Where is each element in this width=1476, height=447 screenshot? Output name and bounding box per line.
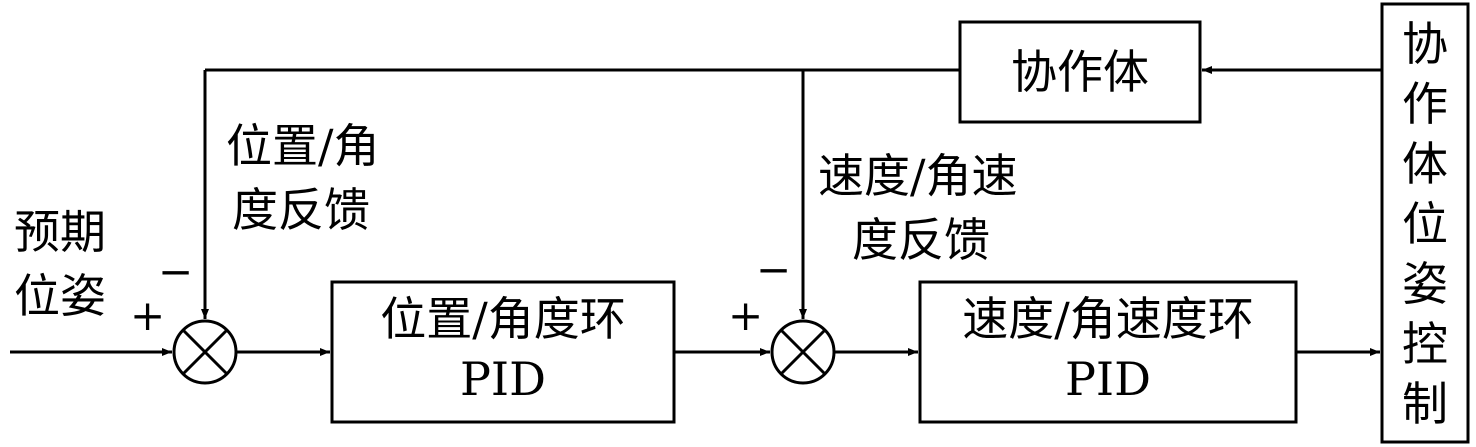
junction1-minus-sign: − bbox=[158, 247, 193, 296]
pose-control-char: 位 bbox=[1402, 197, 1448, 251]
velocity-feedback-label-line1: 速度/角速 bbox=[818, 149, 1018, 203]
velocity-loop-label: 速度/角速度环 bbox=[962, 292, 1254, 346]
junction2-minus-sign: − bbox=[756, 245, 791, 294]
pose-control-char: 姿 bbox=[1402, 257, 1448, 311]
cooperative-body-label: 协作体 bbox=[1011, 45, 1149, 99]
junction2-plus-sign: + bbox=[728, 291, 763, 340]
junction1-plus-sign: + bbox=[130, 291, 165, 340]
velocity-loop-pid-block: 速度/角速度环 PID bbox=[918, 280, 1298, 424]
position-loop-label: 位置/角度环 bbox=[380, 292, 626, 346]
input-label-line2: 位姿 bbox=[14, 269, 106, 323]
position-loop-pid-label: PID bbox=[460, 352, 546, 406]
position-feedback-label-line2: 度反馈 bbox=[232, 183, 370, 237]
summing-junction-2 bbox=[770, 319, 836, 385]
velocity-loop-pid-label: PID bbox=[1065, 352, 1151, 406]
cooperative-body-block: 协作体 bbox=[958, 20, 1202, 124]
pose-control-char: 控 bbox=[1402, 317, 1448, 371]
position-feedback-label-line1: 位置/角 bbox=[226, 119, 380, 173]
velocity-feedback-label-line2: 度反馈 bbox=[852, 213, 990, 267]
position-loop-pid-block: 位置/角度环 PID bbox=[330, 280, 676, 424]
input-label-line1: 预期 bbox=[14, 205, 106, 259]
pose-control-char: 制 bbox=[1402, 377, 1448, 431]
pose-control-char: 作 bbox=[1402, 77, 1448, 131]
pose-control-block: 协 作 体 位 姿 控 制 bbox=[1380, 2, 1470, 444]
pose-control-char: 体 bbox=[1402, 137, 1448, 191]
pose-control-char: 协 bbox=[1402, 17, 1448, 71]
summing-junction-1 bbox=[172, 319, 238, 385]
